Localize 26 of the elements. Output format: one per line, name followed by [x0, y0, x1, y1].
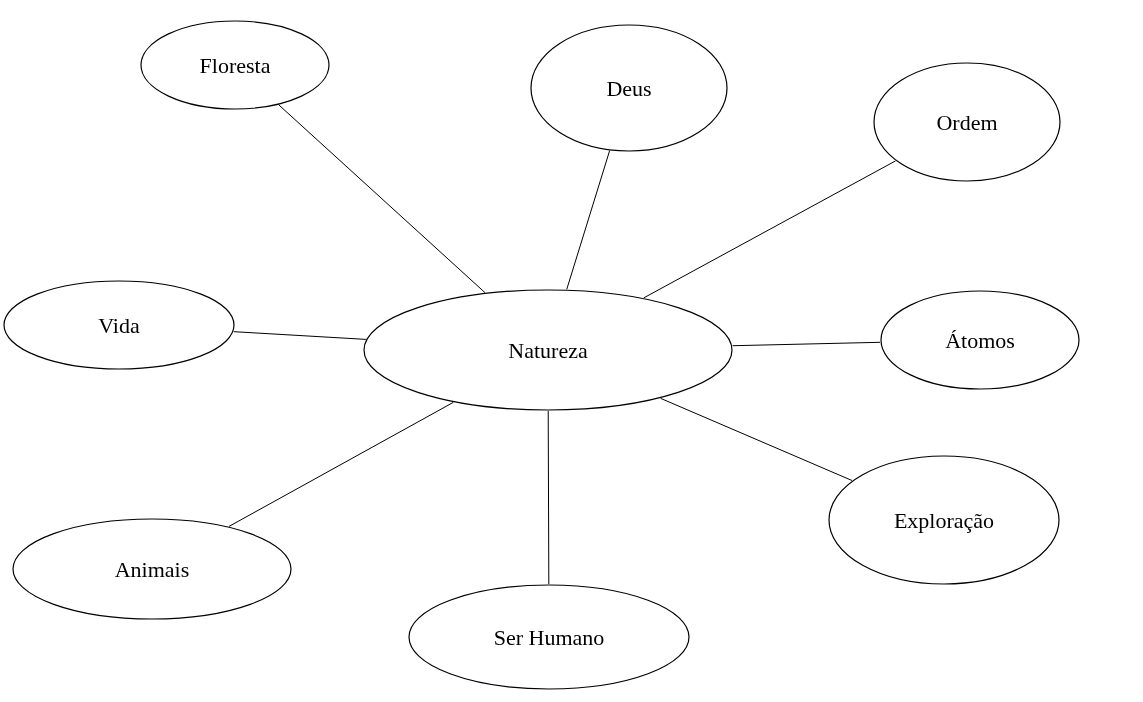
node-label: Natureza: [508, 336, 588, 365]
node-label: Ser Humano: [493, 623, 605, 652]
node-label: Ordem: [936, 108, 998, 137]
node-label: Vida: [98, 311, 140, 340]
ellipse-node: [873, 62, 1061, 182]
ellipse-node: [530, 24, 728, 152]
ellipse-node: [12, 518, 292, 620]
ellipse-node: [363, 289, 733, 411]
connector-line: [660, 397, 853, 481]
ellipse-node: [828, 455, 1060, 585]
connector-line: [278, 104, 486, 294]
ellipse-node: [880, 290, 1080, 390]
ellipse-node: [140, 20, 330, 110]
connector-line: [566, 150, 611, 290]
ellipse-node: [408, 584, 690, 690]
node-label: Animais: [114, 555, 190, 584]
ellipse-node: [3, 280, 235, 370]
connector-line: [233, 331, 367, 340]
node-label: Átomos: [945, 326, 1015, 355]
node-label: Exploração: [893, 506, 995, 535]
connector-line: [228, 401, 454, 527]
connector-line: [643, 160, 896, 299]
connector-line: [732, 341, 881, 347]
node-label: Floresta: [199, 51, 271, 80]
node-label: Deus: [606, 74, 652, 103]
connector-line: [547, 410, 550, 585]
